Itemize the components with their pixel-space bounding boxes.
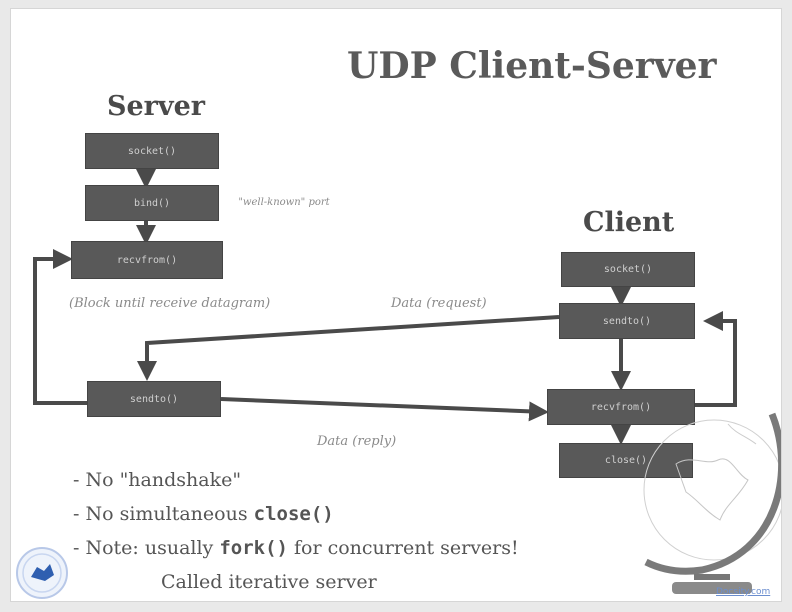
server-sendto-box: sendto() [87, 381, 221, 417]
bullet-no-close: - No simultaneous close() [73, 503, 334, 525]
client-close-box: close() [559, 443, 693, 478]
client-loop-arrow [695, 311, 737, 407]
request-label: Data (request) [391, 296, 487, 311]
client-recvfrom-box: recvfrom() [547, 389, 695, 425]
block-note: (Block until receive datagram) [69, 296, 271, 311]
request-arrow [137, 315, 560, 381]
reply-label: Data (reply) [317, 434, 397, 449]
server-bind-box: bind() [85, 185, 219, 221]
slide-title: UDP Client-Server [347, 45, 717, 87]
slide: UDP Client-Server Server Client socket()… [10, 8, 782, 602]
notes-list: - No "handshake" - No simultaneous close… [73, 463, 519, 599]
server-heading: Server [107, 91, 205, 122]
client-socket-box: socket() [561, 252, 695, 287]
bullet-fork: - Note: usually fork() for concurrent se… [73, 537, 519, 559]
bullet-iterative-server: Called iterative server [161, 571, 377, 593]
docsity-footer-link[interactable]: Docsity.com [716, 587, 771, 597]
client-sendto-box: sendto() [559, 303, 695, 339]
client-heading: Client [583, 207, 675, 238]
reply-arrow [220, 397, 549, 422]
server-socket-box: socket() [85, 133, 219, 169]
connector-lines [33, 169, 737, 445]
server-recvfrom-box: recvfrom() [71, 241, 223, 279]
well-known-port-note: "well-known" port [238, 197, 330, 208]
server-loop-arrow [33, 249, 87, 405]
globe-icon [643, 412, 781, 594]
bullet-no-handshake: - No "handshake" [73, 469, 242, 491]
university-logo-icon [16, 547, 68, 599]
